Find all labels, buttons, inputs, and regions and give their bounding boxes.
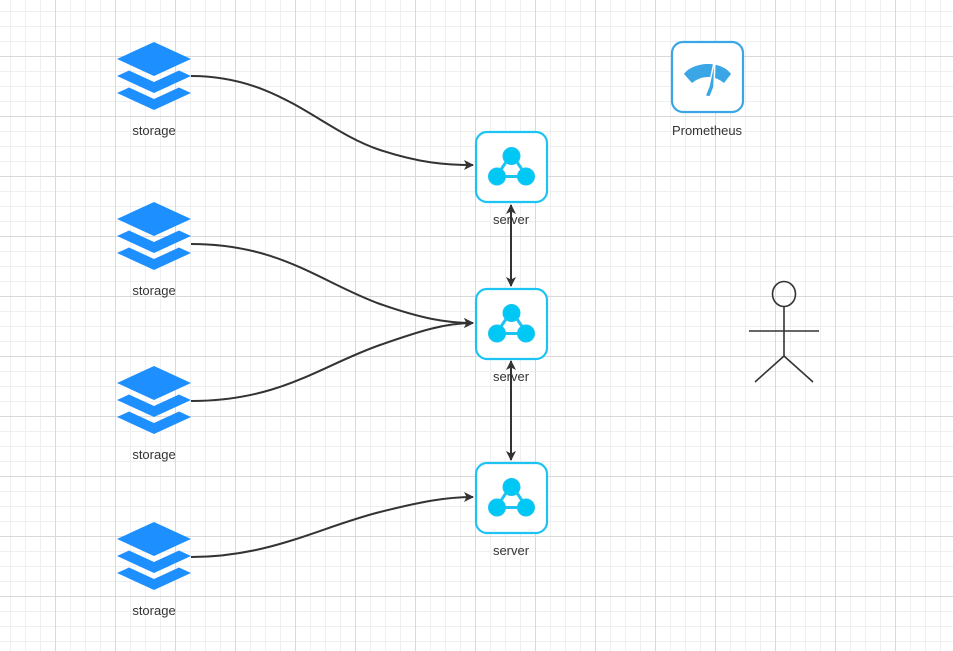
- edge-storage4-server3[interactable]: [190, 492, 474, 558]
- edges: [190, 75, 516, 558]
- storage-label-1: storage: [132, 123, 176, 138]
- storage-label-4: storage: [132, 603, 176, 618]
- cluster-icon: [474, 461, 549, 535]
- server-label-3: server: [492, 543, 530, 558]
- prometheus-gauge-icon: [684, 57, 731, 98]
- server-node-3[interactable]: [474, 461, 549, 535]
- storage-stack-icon: [117, 42, 191, 110]
- storage-node-4[interactable]: [117, 522, 191, 590]
- storage-stack-icon: [117, 522, 191, 590]
- storage-label-2: storage: [132, 283, 176, 298]
- server-node-2[interactable]: [474, 287, 549, 361]
- cluster-icon: [474, 287, 549, 361]
- storage-node-2[interactable]: [117, 202, 191, 270]
- prometheus-node[interactable]: [670, 40, 745, 114]
- cluster-icon: [474, 130, 549, 204]
- stick-figure-icon: [749, 280, 819, 383]
- storage-node-3[interactable]: [117, 366, 191, 434]
- edge-storage2-server2[interactable]: [190, 243, 474, 328]
- server-label-1: server: [492, 212, 530, 227]
- edge-storage1-server1[interactable]: [190, 75, 474, 170]
- storage-node-1[interactable]: [117, 42, 191, 110]
- server-node-1[interactable]: [474, 130, 549, 204]
- storage-label-3: storage: [132, 447, 176, 462]
- storage-stack-icon: [117, 366, 191, 434]
- edge-storage3-server2[interactable]: [190, 318, 474, 402]
- storage-stack-icon: [117, 202, 191, 270]
- actor-figure[interactable]: [749, 280, 819, 383]
- prometheus-label: Prometheus: [671, 123, 743, 138]
- server-label-2: server: [492, 369, 530, 384]
